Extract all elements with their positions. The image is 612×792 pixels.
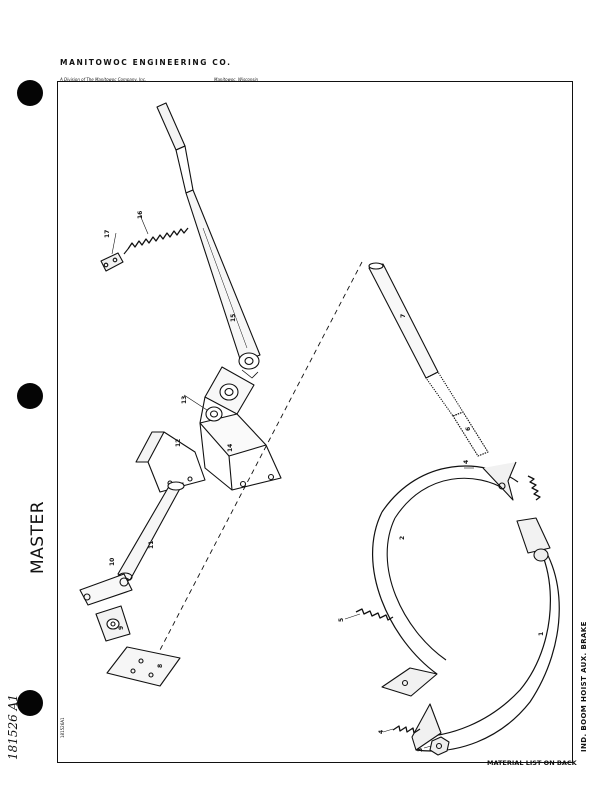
- callout-5: 5: [338, 618, 345, 622]
- division-line: A Division of The Manitowoc Company, Inc…: [60, 77, 147, 82]
- callout-4-lower: 4: [378, 730, 385, 734]
- binder-hole-top: [17, 80, 43, 106]
- callout-17: 17: [104, 230, 111, 238]
- part-14-bracket: [199, 366, 282, 491]
- callout-15: 15: [230, 314, 237, 322]
- callout-14: 14: [227, 444, 234, 452]
- callout-4-upper: 4: [463, 460, 470, 464]
- binder-hole-bottom: [17, 690, 43, 716]
- part-3-nut: [429, 736, 450, 756]
- material-list-note: MATERIAL LIST ON BACK: [487, 759, 577, 767]
- callout-11: 11: [148, 541, 155, 549]
- callout-3: 3: [417, 748, 424, 752]
- part-2-brake-band: [372, 461, 519, 697]
- callout-2: 2: [399, 536, 406, 540]
- part-13-bearing: [205, 406, 223, 422]
- drawing-frame: [57, 81, 573, 763]
- part-8-plate: [106, 646, 181, 687]
- location-line: Manitowoc, Wisconsin: [214, 77, 259, 82]
- part-15-lever-handle: [156, 102, 261, 379]
- callout-10: 10: [109, 558, 116, 566]
- callout-12: 12: [175, 439, 182, 447]
- part-11-shaft: [117, 481, 185, 582]
- part-6-threaded-stud: [425, 371, 489, 457]
- callout-13: 13: [181, 396, 188, 404]
- part-1-brake-band-lower: [411, 517, 560, 752]
- part-4-spring-upper: [527, 475, 541, 501]
- part-16-spring: [123, 227, 189, 255]
- part-5-spring: [355, 608, 394, 621]
- binder-hole-middle: [17, 383, 43, 409]
- callout-6: 6: [465, 427, 472, 431]
- part-10-arm: [79, 573, 133, 606]
- callout-1: 1: [538, 632, 545, 636]
- part-7-rod: [368, 262, 439, 379]
- part-4-spring-lower: [392, 725, 421, 734]
- part-9-yoke: [95, 605, 131, 642]
- assembly-centerline: [159, 261, 363, 651]
- callout-16: 16: [137, 211, 144, 219]
- part-17-clevis: [100, 252, 124, 272]
- callout-9: 9: [118, 626, 125, 630]
- company-name: MANITOWOC ENGINEERING CO.: [60, 58, 232, 67]
- callout-7: 7: [400, 314, 407, 318]
- callout-8: 8: [157, 664, 164, 668]
